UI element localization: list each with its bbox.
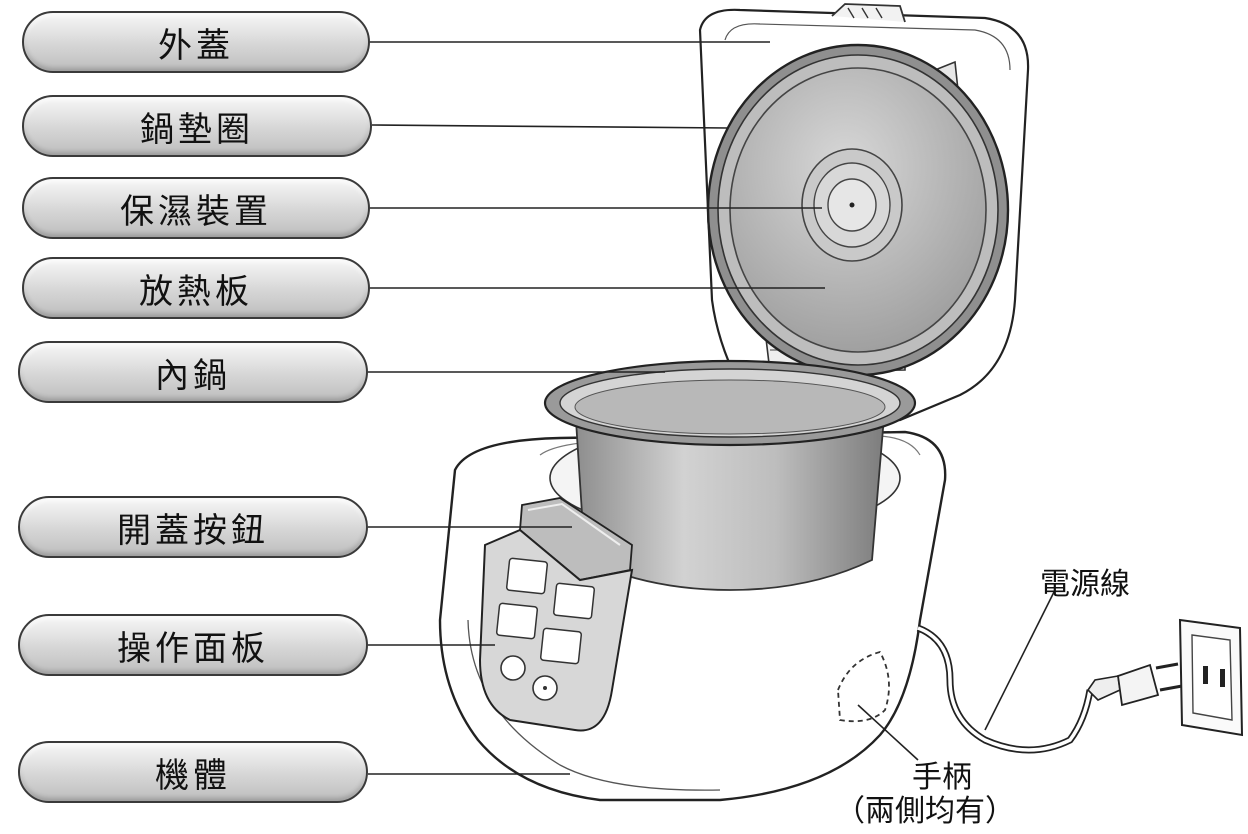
inner-pot [543, 359, 917, 591]
leader-lines [368, 41, 1056, 775]
power-cord [916, 624, 1183, 754]
leader-power-cord [984, 589, 1056, 731]
label-control-panel: 操作面板 [18, 614, 368, 676]
label-handle-note: （兩側均有） [835, 794, 1015, 829]
label-lid-button: 開蓋按鈕 [18, 496, 368, 558]
moisture-device [801, 148, 903, 262]
label-heat-plate: 放熱板 [22, 257, 370, 319]
leader-handle [857, 704, 919, 761]
label-lid-gasket: 鍋墊圈 [22, 95, 372, 157]
label-handle: 手柄 [912, 760, 972, 795]
label-inner-pot: 內鍋 [18, 341, 368, 403]
wall-outlet [1178, 618, 1244, 737]
label-moisture-device: 保濕裝置 [22, 177, 370, 239]
leader-lid-gasket [371, 124, 729, 129]
label-outer-lid: 外蓋 [22, 11, 370, 73]
control-panel [478, 528, 634, 732]
label-body: 機體 [18, 741, 368, 803]
label-power-cord: 電源線 [1040, 567, 1130, 602]
